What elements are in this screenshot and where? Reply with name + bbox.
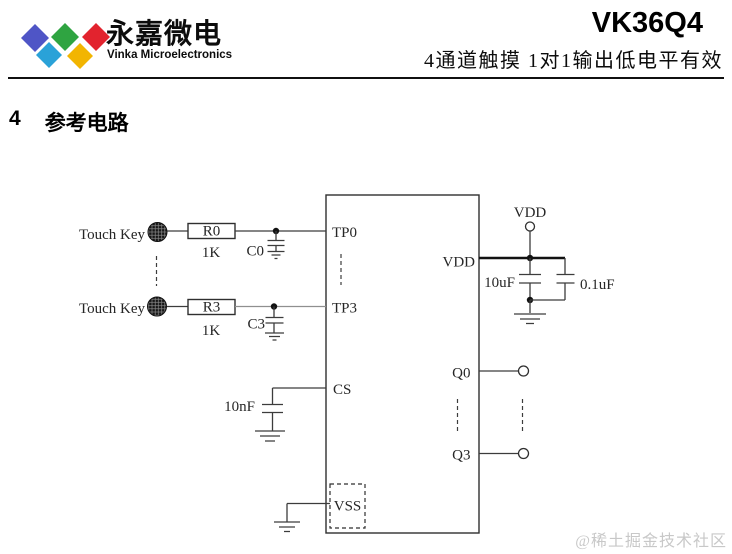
- ground-icon-c0: [267, 250, 285, 260]
- pin-label-vss: VSS: [334, 499, 362, 515]
- capacitor-cs: [262, 403, 283, 414]
- capacitor-bulk: [519, 273, 541, 284]
- touch-channel-3: Touch Key R3 1K C3 TP3: [79, 296, 357, 341]
- vinka-logo: [21, 23, 110, 69]
- output-terminal-q3: [517, 447, 530, 460]
- vss-network: VSS: [274, 483, 366, 533]
- touch-key-label-bottom: Touch Key: [79, 301, 146, 317]
- header-rule: [8, 77, 724, 79]
- doc-subtitle: 4通道触摸 1对1输出低电平有效: [424, 50, 723, 72]
- vdd-terminal: [524, 221, 536, 232]
- brand-name-cn: 永嘉微电: [106, 18, 223, 49]
- capacitor-cs-label: 10nF: [224, 399, 255, 415]
- ground-icon-c3: [265, 332, 284, 341]
- ground-icon-cs: [255, 430, 285, 442]
- touch-key-label-top: Touch Key: [79, 227, 146, 243]
- touch-channel-0: Touch Key R0 1K C0 TP0: [79, 222, 357, 261]
- pin-label-cs: CS: [333, 382, 351, 398]
- capacitor-bulk-label: 10uF: [484, 275, 515, 291]
- pin-label-tp3: TP3: [332, 301, 357, 317]
- vdd-network: VDD 10uF 0.1uF VDD: [443, 205, 615, 325]
- touch-pad-icon-top: [147, 222, 168, 242]
- logo-diamond-green: [51, 23, 79, 51]
- pin-label-q3: Q3: [452, 448, 470, 464]
- logo-diamond-red: [82, 23, 110, 51]
- section-heading: 4 参考电路: [9, 107, 129, 137]
- ground-icon-vdd: [514, 313, 546, 325]
- pin-label-vdd: VDD: [443, 255, 476, 271]
- vdd-rail-label: VDD: [514, 205, 547, 221]
- output-terminal-q0: [517, 365, 530, 377]
- capacitor-c3: [265, 306, 284, 341]
- q-outputs: Q0 Q3: [452, 365, 530, 464]
- part-number: VK36Q4: [591, 7, 703, 39]
- logo-diamond-cyan: [36, 42, 62, 68]
- capacitor-bypass-label: 0.1uF: [580, 277, 615, 293]
- pin-label-tp0: TP0: [332, 225, 357, 241]
- capacitor-c0: [267, 231, 285, 260]
- logo-diamond-blue: [21, 24, 49, 52]
- capacitor-c0-label: C0: [246, 244, 264, 260]
- vss-dashed-box: [329, 483, 366, 529]
- pin-label-q0: Q0: [452, 366, 470, 382]
- ground-icon-vss: [274, 521, 300, 533]
- resistor-r0-value: 1K: [202, 245, 221, 261]
- capacitor-c3-label: C3: [247, 317, 265, 333]
- touch-pad-icon-bottom: [147, 296, 167, 317]
- ic-body: [325, 194, 480, 534]
- watermark: @稀土掘金技术社区: [575, 533, 727, 550]
- resistor-r3-value: 1K: [202, 323, 221, 339]
- capacitor-bypass: [556, 273, 575, 284]
- section-number: 4: [9, 107, 21, 130]
- section-title: 参考电路: [44, 112, 129, 135]
- logo-diamond-yellow: [67, 43, 93, 69]
- resistor-r0-label: R0: [203, 224, 221, 240]
- cs-network: 10nF CS: [224, 382, 351, 442]
- resistor-r3-label: R3: [203, 300, 221, 316]
- brand-name-en: Vinka Microelectronics: [107, 49, 233, 61]
